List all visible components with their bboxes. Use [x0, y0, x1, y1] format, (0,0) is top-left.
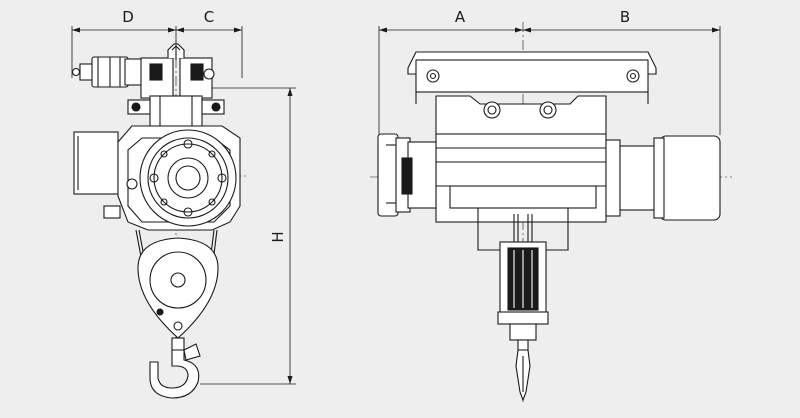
- sheave-outer: [149, 251, 207, 309]
- dimension-arrows: [72, 27, 720, 384]
- side-view: [71, 43, 241, 399]
- dim-label-b: B: [620, 8, 630, 26]
- drum-flange-inner: [153, 143, 223, 213]
- hook-front: [515, 339, 531, 402]
- trolley-wheel-left: [149, 63, 163, 81]
- trolley-roller-icon: [203, 68, 215, 80]
- saddle-bolt-icon: [483, 101, 501, 119]
- bolt-head-icon: [211, 102, 221, 112]
- motor-end-bolt: [71, 67, 81, 77]
- drum-hub: [175, 165, 201, 191]
- drum-bolt-icon: [217, 173, 227, 183]
- hook-body: [149, 349, 200, 399]
- drum-housing: [435, 133, 607, 223]
- cable-gland: [103, 205, 121, 219]
- rope-hanger-right: [546, 208, 569, 251]
- drum-bolt-icon: [183, 139, 193, 149]
- trolley-wheel-right: [190, 63, 204, 81]
- dim-arrow: [712, 27, 720, 33]
- dim-arrow: [523, 27, 531, 33]
- beam-bolt-center: [429, 72, 437, 80]
- hoist-body: [103, 125, 241, 231]
- suspension-housing: [149, 95, 203, 127]
- drum-bolt-icon: [149, 173, 159, 183]
- dimension-lines: [71, 26, 721, 385]
- dim-label-h: H: [269, 231, 287, 242]
- gear-detail: [401, 157, 413, 195]
- control-box: [73, 131, 119, 195]
- drum-flange-mid: [147, 137, 229, 219]
- front-view: [377, 51, 721, 402]
- saddle-plate: [435, 95, 607, 135]
- beam-bolt-icon: [426, 69, 440, 83]
- limit-switch-icon: [126, 178, 138, 190]
- motor-finned-body: [619, 145, 661, 211]
- drum-bolt-icon: [183, 207, 193, 217]
- bottom-block-crosshead: [497, 311, 549, 325]
- beam-bolt-icon: [626, 69, 640, 83]
- rope-hanger-left: [477, 208, 500, 251]
- hook-shank: [171, 337, 185, 351]
- rope-hangers: [477, 208, 569, 251]
- dim-label-d: D: [122, 8, 134, 26]
- drum-bolt-icon: [208, 198, 216, 206]
- hook-nut: [509, 323, 537, 341]
- drum-body: [435, 133, 607, 223]
- dim-label-a: A: [455, 8, 466, 26]
- bottom-block-side: [137, 237, 219, 339]
- hook-side: [149, 337, 201, 399]
- motor-end-cover: [659, 135, 721, 221]
- saddle-bolt-center: [487, 105, 497, 115]
- drum-bolt-icon: [208, 150, 216, 158]
- hook-latch: [183, 343, 201, 361]
- drum-bolt-icon: [160, 198, 168, 206]
- dim-arrow: [234, 27, 242, 33]
- saddle-bolt-icon: [539, 101, 557, 119]
- end-cover: [377, 133, 399, 217]
- hoist-saddle: [435, 95, 607, 135]
- trolley-crossbeam: [407, 51, 657, 104]
- beam-bolt-center: [629, 72, 637, 80]
- dim-arrow: [515, 27, 523, 33]
- dim-arrow: [72, 27, 80, 33]
- drum-bore: [167, 157, 209, 199]
- dim-arrow: [176, 27, 184, 33]
- gear-housing: [407, 141, 437, 209]
- motor-flange: [124, 58, 144, 86]
- motor-ring: [653, 137, 665, 219]
- hook-pin-icon: [173, 321, 183, 331]
- bottom-block-front: [497, 241, 549, 341]
- left-gearbox: [377, 133, 437, 217]
- saddle-bolt-center: [543, 105, 553, 115]
- motor-flange-front: [605, 139, 621, 217]
- dim-arrow: [379, 27, 387, 33]
- dim-arrow: [287, 88, 293, 96]
- dim-label-c: C: [204, 8, 214, 26]
- dim-arrow: [168, 27, 176, 33]
- drum-bolt-icon: [160, 150, 168, 158]
- rope-grooves: [449, 185, 597, 209]
- trolley-frame: [140, 43, 215, 99]
- hook-shank-front: [517, 339, 529, 351]
- block-bolt-icon: [156, 308, 164, 316]
- trolley-beam: [415, 59, 649, 93]
- sheave-axle-icon: [170, 272, 186, 288]
- dim-arrow: [287, 376, 293, 384]
- hoist-motor: [605, 135, 721, 221]
- bolt-head-icon: [131, 102, 141, 112]
